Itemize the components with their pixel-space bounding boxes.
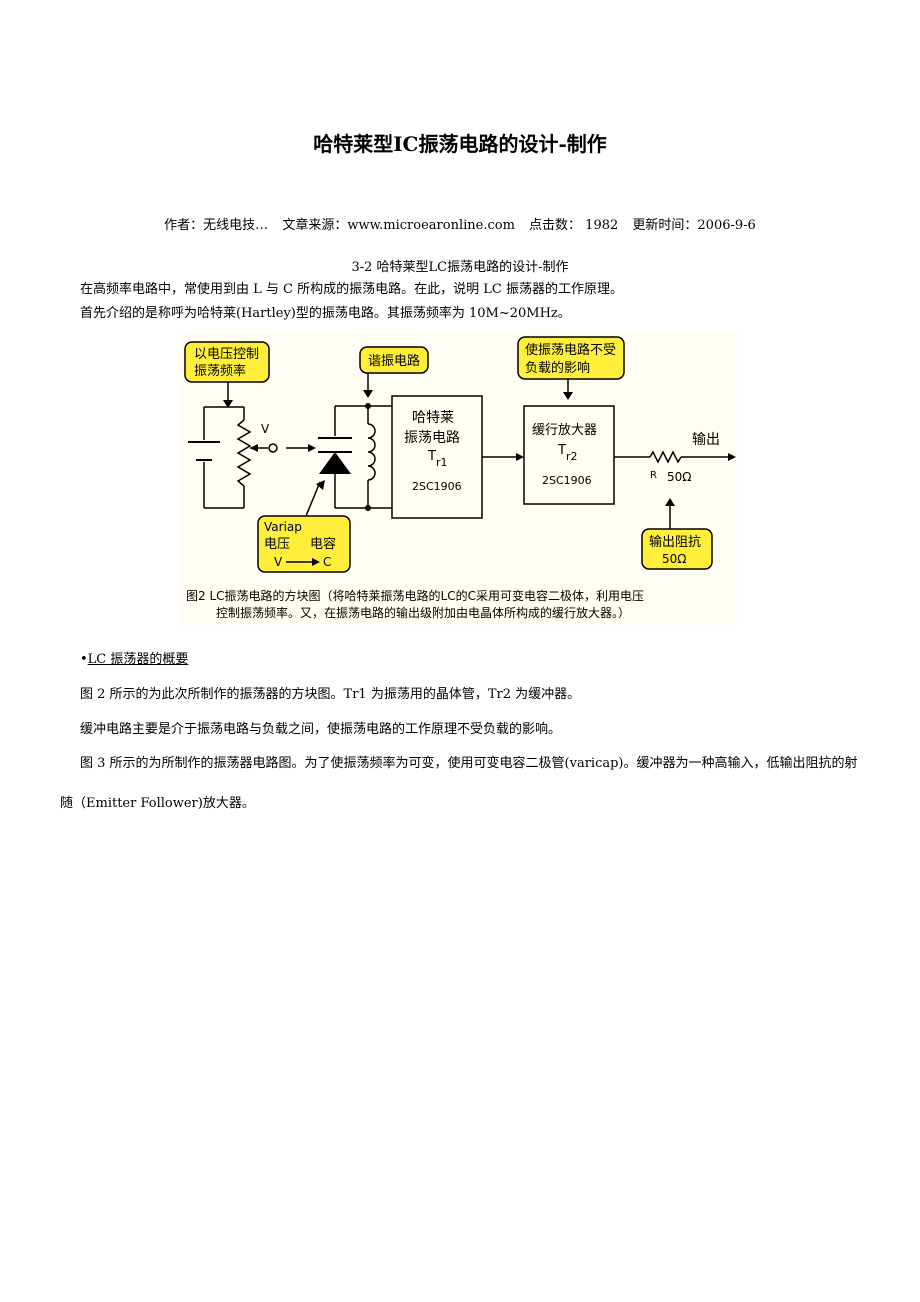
callout-variap-capacitance: 电容 — [310, 536, 336, 552]
output-resistor — [649, 450, 682, 464]
callout-variap-c: C — [323, 555, 331, 569]
callout-load-line1: 使振荡电路不受 — [525, 342, 616, 358]
oscillator-block — [391, 395, 483, 519]
varicap-diode — [319, 452, 351, 474]
callout-impedance-line1: 输出阻抗 — [649, 534, 701, 550]
buffer-block-line1: 缓行放大器 — [532, 423, 597, 438]
label-v: V — [261, 422, 270, 436]
figure-caption-line2: 控制振荡频率。又，在振荡电路的输出级附加由电晶体所构成的缓行放大器。） — [216, 605, 630, 620]
bullet-dot-icon: • — [80, 652, 88, 667]
callout-voltage-line2: 振荡频率 — [194, 363, 246, 379]
section-paragraph-1: 图 2 所示的为此次所制作的振荡器的方块图。Tr1 为振荡用的晶体管，Tr2 为… — [80, 687, 581, 702]
meta-updated: 更新时间：2006-9-6 — [632, 218, 756, 233]
buffer-block-part: 2SC1906 — [542, 474, 592, 487]
inductor-coil — [367, 423, 376, 481]
section-paragraph-3: 图 3 所示的为所制作的振荡器电路图。为了使振荡频率为可变，使用可变电容二极管(… — [60, 756, 858, 811]
callout-voltage-box — [184, 341, 270, 383]
meta-source[interactable]: 文章来源：www.microearonline.com — [282, 218, 515, 233]
buffer-block — [523, 405, 615, 505]
callout-resonant-text: 谐振电路 — [368, 353, 420, 369]
meta-clicks: 点击数： 1982 — [529, 218, 619, 233]
potentiometer — [236, 419, 252, 487]
page-title: 哈特莱型IC振荡电路的设计-制作 — [313, 132, 607, 156]
section-paragraph-2: 缓冲电路主要是介于振荡电路与负载之间，使振荡电路的工作原理不受负载的影响。 — [80, 722, 562, 737]
resistor-label: R — [650, 470, 657, 481]
callout-variap-line1: Variap — [264, 520, 302, 534]
callout-variap-voltage: 电压 — [264, 537, 290, 552]
callout-impedance-line2: 50Ω — [662, 552, 686, 566]
osc-block-tr-sub: r1 — [436, 456, 448, 469]
meta-author: 作者：无线电技… — [164, 218, 269, 233]
section-heading-text: LC 振荡器的概要 — [87, 652, 189, 667]
figure-caption-line1: 图2 LC振荡电路的方块图（将哈特莱振荡电路的LC的C采用可变电容二极体，利用电… — [186, 588, 644, 603]
resistor-value: 50Ω — [667, 470, 691, 484]
section-subtitle: 3-2 哈特莱型LC振荡电路的设计-制作 — [351, 260, 569, 275]
output-label: 输出 — [692, 432, 720, 448]
osc-block-tr: T — [427, 449, 436, 464]
intro-paragraph-2: 首先介绍的是称呼为哈特莱(Hartley)型的振荡电路。其振荡频率为 10M~2… — [80, 306, 571, 321]
buffer-block-tr-sub: r2 — [566, 450, 578, 463]
callout-load-line2: 负载的影响 — [525, 360, 590, 376]
article-meta: 作者：无线电技… 文章来源：www.microearonline.com 点击数… — [0, 214, 920, 233]
intro-paragraph-1: 在高频率电路中，常使用到由 L 与 C 所构成的振荡电路。在此，说明 LC 振荡… — [80, 282, 623, 297]
buffer-block-tr: T — [557, 443, 566, 458]
block-diagram-figure: 以电压控制 振荡频率 V 谐振电路 哈特莱 振荡电路 T r1 2SC1906 … — [180, 332, 738, 626]
callout-impedance-box — [641, 528, 713, 570]
section-heading: •LC 振荡器的概要 — [80, 648, 188, 667]
callout-variap-box — [257, 515, 351, 573]
osc-block-line2: 振荡电路 — [404, 430, 460, 446]
callout-load-box — [517, 336, 625, 380]
callout-voltage-line1: 以电压控制 — [194, 347, 259, 362]
osc-block-part: 2SC1906 — [412, 480, 462, 493]
callout-resonant-box — [359, 346, 429, 374]
callout-variap-v: V — [274, 555, 283, 569]
osc-block-line1: 哈特莱 — [412, 410, 454, 426]
